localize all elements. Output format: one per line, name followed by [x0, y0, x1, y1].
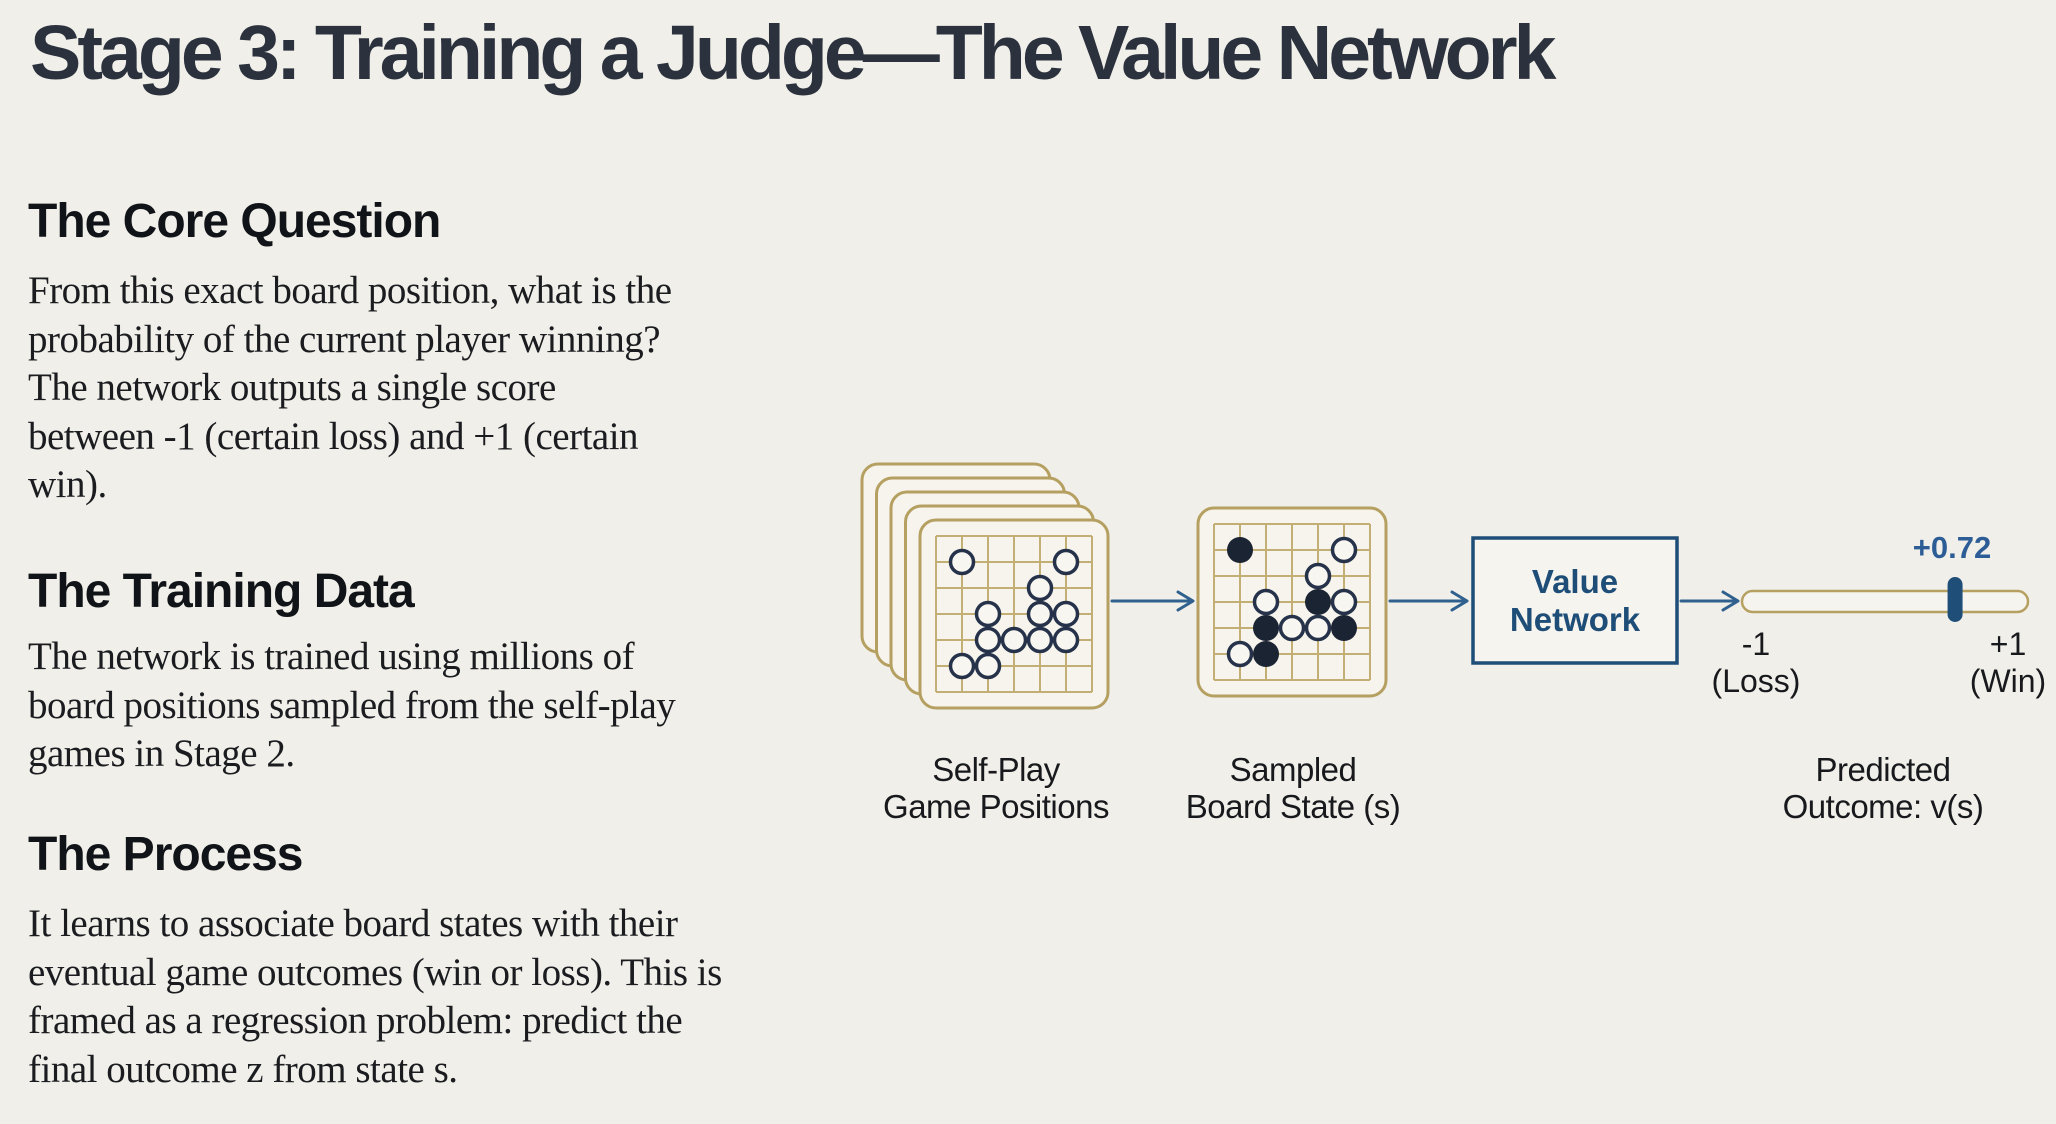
- board-stone-white: [1052, 600, 1080, 628]
- arrow-network-to-scale-head: [1721, 590, 1740, 612]
- board-stone-white: [1026, 626, 1054, 654]
- value-network-box: [1471, 536, 1679, 665]
- page-title: Stage 3: Training a Judge—The Value Netw…: [30, 10, 1556, 96]
- outcome-caption: Predicted Outcome: v(s): [1782, 751, 1984, 825]
- board-stone-black: [1227, 537, 1253, 563]
- board-stone-white: [1000, 626, 1028, 654]
- predicted-score-value: +0.72: [1912, 530, 1992, 565]
- arrow-stack-to-sample-head: [1176, 590, 1195, 612]
- board-stone-black: [1305, 589, 1331, 615]
- board-stone-white: [948, 652, 976, 680]
- board-stone-white: [1252, 588, 1280, 616]
- sampled-board-caption: Sampled Board State (s): [1185, 751, 1401, 825]
- self-play-front-board: [918, 518, 1110, 710]
- board-stone-black: [1331, 615, 1357, 641]
- board-stone-white: [1330, 588, 1358, 616]
- section-heading-core-question: The Core Question: [28, 195, 441, 248]
- arrow-sample-to-network: [1388, 590, 1469, 612]
- arrow-network-to-scale: [1679, 590, 1740, 612]
- board-stone-white: [1304, 614, 1332, 642]
- board-stone-white: [948, 548, 976, 576]
- section-body-core-question: From this exact board position, what is …: [28, 269, 672, 506]
- outcome-scale-track: [1740, 589, 2030, 614]
- board-stone-white: [1026, 574, 1054, 602]
- board-stone-white: [1052, 626, 1080, 654]
- section-body-training-data: The network is trained using millions of…: [28, 635, 676, 775]
- board-stone-white: [1304, 562, 1332, 590]
- board-stone-black: [1253, 641, 1279, 667]
- board-stone-white: [974, 600, 1002, 628]
- scale-max-label: +1 (Win): [1969, 626, 2047, 699]
- board-stone-white: [1026, 600, 1054, 628]
- board-stone-white: [974, 626, 1002, 654]
- section-heading-process: The Process: [28, 828, 303, 881]
- section-heading-training-data: The Training Data: [28, 565, 415, 618]
- board-stone-black: [1253, 615, 1279, 641]
- board-stone-white: [974, 652, 1002, 680]
- scale-min-label: -1 (Loss): [1711, 626, 1801, 699]
- board-stone-white: [1052, 548, 1080, 576]
- value-network-box-label: Value Network: [1509, 562, 1641, 638]
- board-stone-white: [1278, 614, 1306, 642]
- board-stone-white: [1226, 640, 1254, 668]
- outcome-marker: [1947, 577, 1963, 622]
- stack-board-caption: Self-Play Game Positions: [883, 751, 1109, 825]
- board-stone-white: [1330, 536, 1358, 564]
- arrow-stack-to-sample: [1110, 590, 1195, 612]
- section-body-process: It learns to associate board states with…: [28, 902, 722, 1091]
- sampled-board: [1196, 506, 1388, 698]
- arrow-sample-to-network-head: [1450, 590, 1469, 612]
